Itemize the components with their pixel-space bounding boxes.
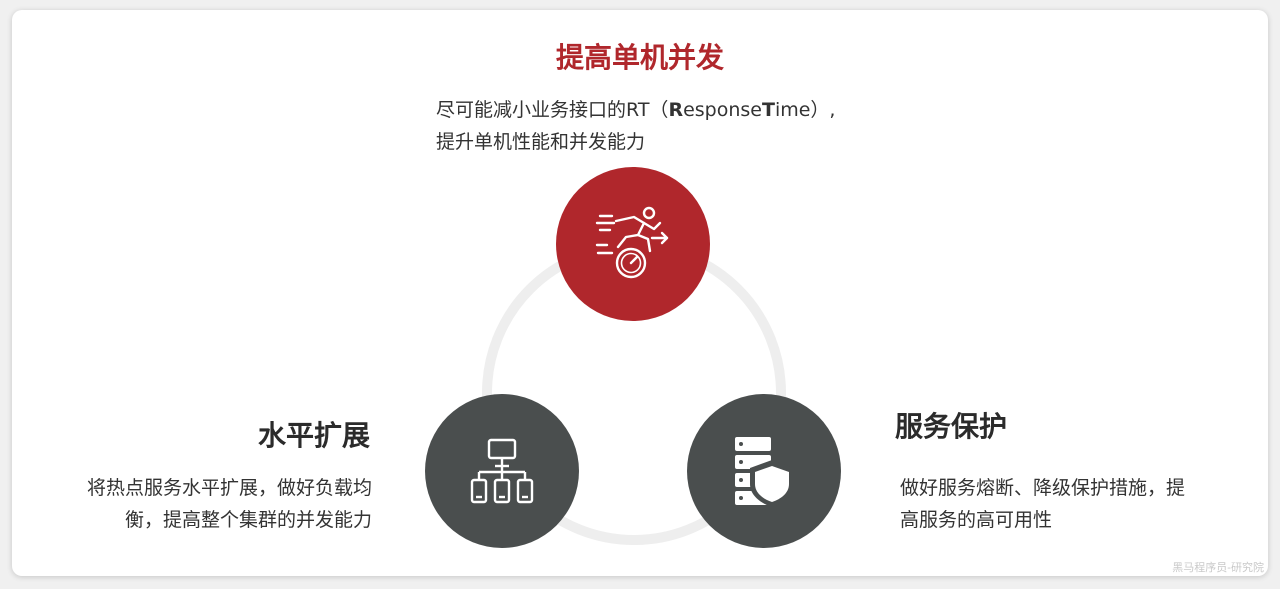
description-line: 做好服务熔断、降级保护措施，提 xyxy=(900,477,1186,499)
description-text: esponse xyxy=(683,99,762,121)
description-line: 衡，提高整个集群的并发能力 xyxy=(124,509,372,531)
description-line: 提升单机性能和并发能力 xyxy=(436,131,646,153)
server-shield-icon xyxy=(735,437,794,507)
high-concurrency-title: 提高单机并发 xyxy=(555,41,724,74)
response-initial: R xyxy=(668,99,684,121)
description-line: 将热点服务水平扩展，做好负载均 xyxy=(86,477,372,499)
service-protection-description: 做好服务熔断、降级保护措施，提 高服务的高可用性 xyxy=(900,472,1185,536)
running-speedometer-icon xyxy=(595,206,669,279)
time-initial: T xyxy=(761,99,775,121)
description-line: 尽可能减小业务接口的RT（ResponseTime）, xyxy=(436,94,835,126)
watermark: 黑马程序员-研究院 xyxy=(1172,561,1264,574)
high-concurrency-node xyxy=(556,167,710,321)
description-text: ime）, xyxy=(774,99,836,121)
description-line: 高服务的高可用性 xyxy=(900,509,1053,531)
high-concurrency-description: 尽可能减小业务接口的RT（ResponseTime）, 提升单机性能和并发能力 xyxy=(436,94,835,158)
description-text: 尽可能减小业务接口的RT（ xyxy=(436,99,669,121)
service-protection-title: 服务保护 xyxy=(895,410,1008,443)
horizontal-scaling-description: 将热点服务水平扩展，做好负载均 衡，提高整个集群的并发能力 xyxy=(50,472,372,536)
service-protection-node xyxy=(687,394,841,548)
horizontal-scaling-node xyxy=(425,394,579,548)
network-devices-icon xyxy=(470,438,534,504)
horizontal-scaling-title: 水平扩展 xyxy=(257,419,370,452)
